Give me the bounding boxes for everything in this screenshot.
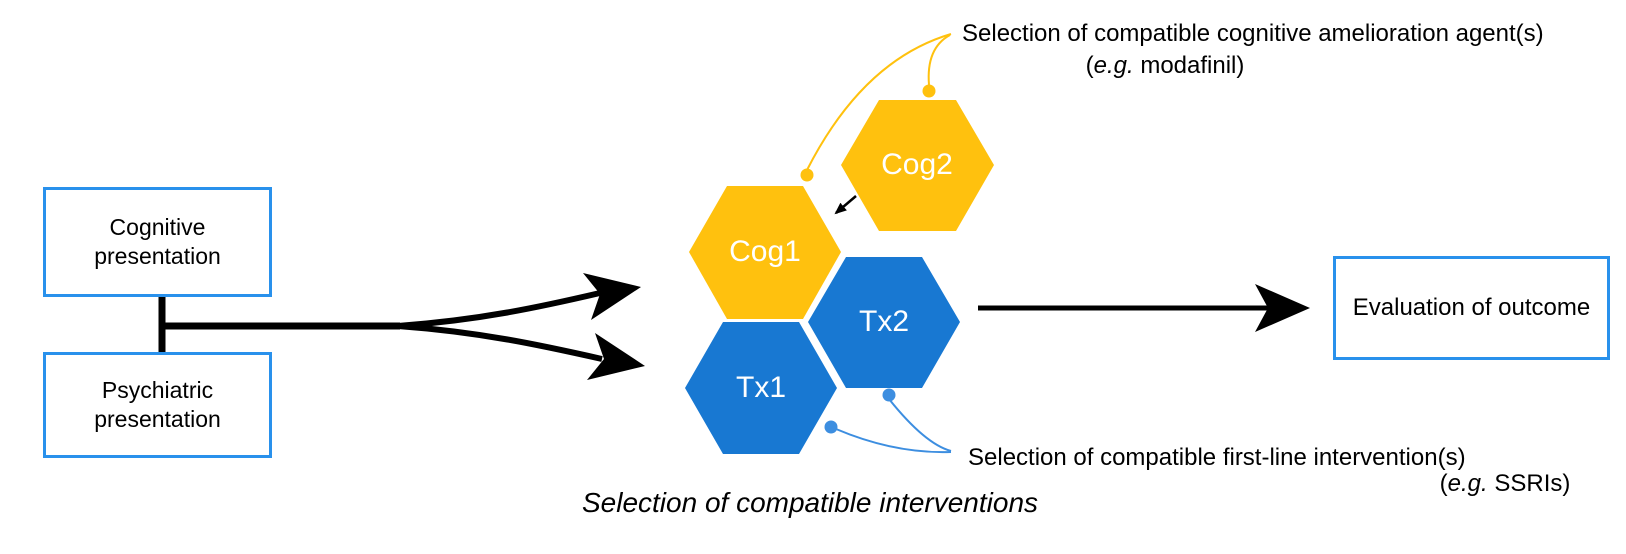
callout-dot-cog2-icon [922, 84, 936, 98]
top-annotation-line2: (e.g. modafinil) [1086, 52, 1245, 81]
hexagon-tx2 [808, 257, 960, 388]
callout-dot-tx2-icon [882, 388, 896, 402]
callout-curve-cog1 [806, 33, 952, 171]
top-annotation-line1: Selection of compatible cognitive amelio… [962, 20, 1544, 47]
top-annotation-open-paren: ( [1085, 52, 1094, 79]
evaluation-outcome-label: Evaluation of outcome [1352, 294, 1591, 321]
insertion-arrow-icon [834, 195, 857, 215]
psychiatric-presentation-line2: presentation [94, 406, 221, 432]
hexagon-cog2-label: Cog2 [881, 148, 953, 181]
callout-dot-cog1-icon [800, 168, 814, 182]
bottom-annotation-open-paren: ( [1439, 470, 1448, 497]
merge-arrow-lower-curve [397, 323, 603, 362]
evaluation-outcome-box: Evaluation of outcome [1333, 256, 1610, 360]
bottom-annotation-rest: SSRIs) [1487, 470, 1571, 497]
cognitive-presentation-box: Cognitive presentation [43, 187, 272, 297]
bottom-annotation-eg: e.g. [1447, 470, 1488, 497]
top-annotation-eg: e.g. [1093, 52, 1134, 79]
top-annotation-rest: modafinil) [1133, 52, 1245, 79]
merge-arrow-upper-curve [397, 290, 601, 329]
callout-curve-tx2 [888, 398, 952, 452]
hexagon-tx1 [685, 322, 837, 454]
hexagon-cog1 [689, 186, 841, 319]
cognitive-presentation-line1: Cognitive [109, 214, 206, 241]
psychiatric-presentation-line1: Psychiatric [101, 377, 214, 404]
cognitive-presentation-line2: presentation [94, 243, 221, 269]
merge-arrow-upper-head-icon [583, 273, 641, 320]
bottom-annotation-line1: Selection of compatible first-line inter… [968, 444, 1466, 471]
hexagon-cog2 [841, 100, 994, 231]
callout-dot-tx1-icon [824, 420, 838, 434]
psychiatric-presentation-box: Psychiatric presentation [43, 352, 272, 458]
hexagon-tx2-label: Tx2 [858, 305, 910, 338]
hexagon-tx1-label: Tx1 [735, 371, 787, 404]
merge-arrow-lower-head-icon [587, 333, 645, 380]
callout-curve-cog2 [927, 34, 951, 86]
diagram-caption: Selection of compatible interventions [581, 487, 1039, 518]
bottom-annotation-line2: (e.g. SSRIs) [1440, 470, 1571, 499]
evaluation-arrow-head-icon [1255, 284, 1310, 332]
hexagon-cog1-label: Cog1 [729, 235, 801, 268]
callout-curve-tx1 [835, 428, 952, 454]
